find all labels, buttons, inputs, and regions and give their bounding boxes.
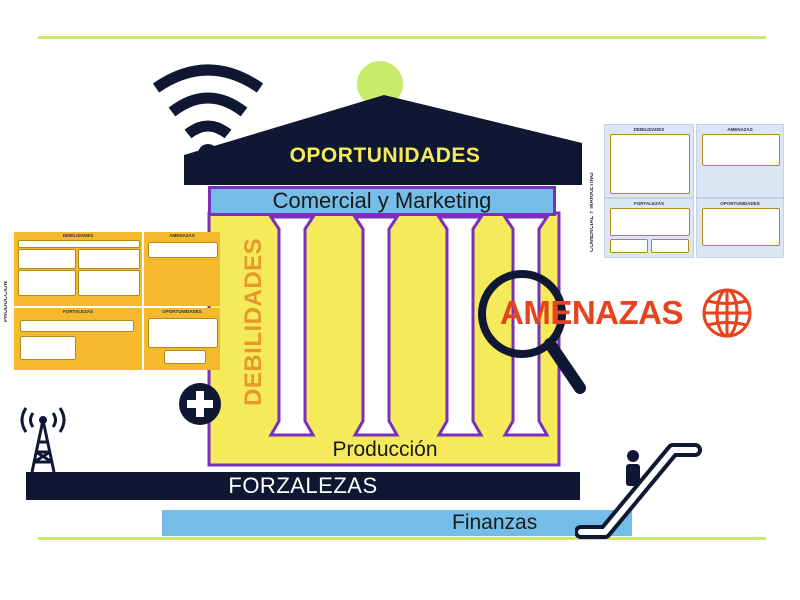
swot-right-side-label: COMERCIAL Y MARKETING xyxy=(590,172,595,252)
finanzas-bar xyxy=(162,510,632,536)
temple-body xyxy=(207,211,561,467)
swot-right-debilidades: DEBILIDADES xyxy=(604,124,694,198)
swot-right-panel: COMERCIAL Y MARKETING DEBILIDADES AMENAZ… xyxy=(590,124,786,258)
swot-left-fortalezas: FORTALEZAS xyxy=(14,308,142,370)
fortalezas-bar: FORZALEZAS xyxy=(26,472,580,500)
produccion-label: Producción xyxy=(332,438,438,461)
magnifier-icon xyxy=(478,270,586,394)
top-rule xyxy=(38,36,766,39)
globe-icon xyxy=(702,288,752,338)
bottom-rule xyxy=(38,537,766,540)
swot-right-amenazas: AMENAZAS xyxy=(696,124,784,198)
escalator-icon xyxy=(575,443,702,539)
debilidades-label: DEBILIDADES xyxy=(240,237,267,406)
radio-tower-icon xyxy=(20,407,66,473)
oportunidades-label: OPORTUNIDADES xyxy=(289,144,481,167)
swot-right-oportunidades: OPORTUNIDADES xyxy=(696,198,784,258)
swot-right-fortalezas: FORTALEZAS xyxy=(604,198,694,258)
swot-left-oportunidades: OPORTUNIDADES xyxy=(144,308,220,370)
swot-left-debilidades: DEBILIDADES xyxy=(14,232,142,306)
finanzas-label: Finanzas xyxy=(452,511,538,534)
comercial-marketing-bar: Comercial y Marketing xyxy=(208,186,556,216)
swot-left-side-label: PRODUCCION xyxy=(4,280,9,322)
plus-icon xyxy=(179,383,221,425)
swot-left-amenazas: AMENAZAS xyxy=(144,232,220,306)
amenazas-label: AMENAZAS xyxy=(500,294,684,331)
temple-roof xyxy=(184,95,582,185)
swot-left-panel: PRODUCCION DEBILIDADES AMENAZAS FORTALEZ… xyxy=(4,232,224,370)
